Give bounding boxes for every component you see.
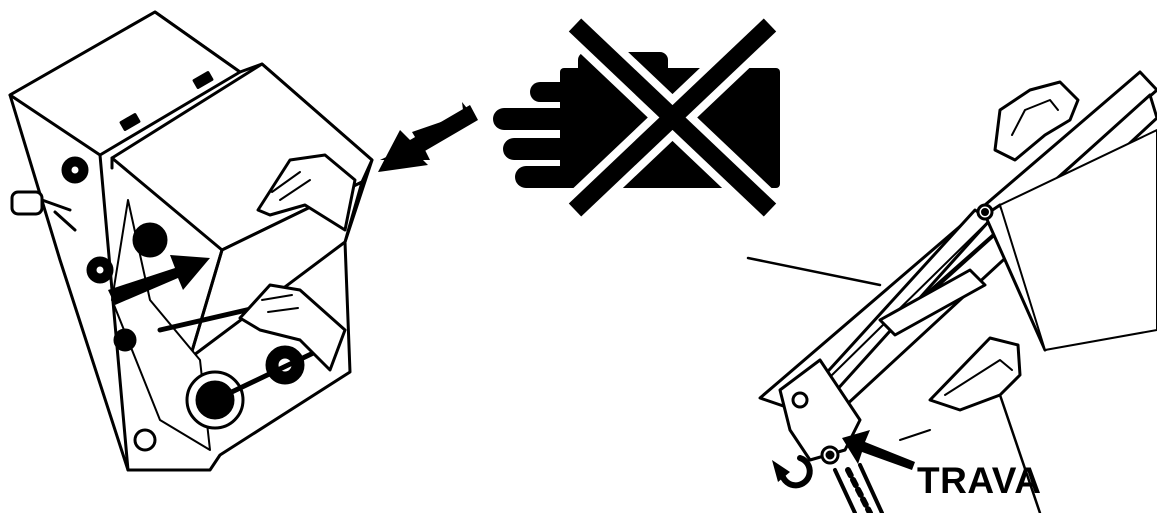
gear-upper <box>132 222 168 258</box>
push-arrow-icon <box>108 255 210 305</box>
hand-upper <box>256 153 357 232</box>
lock-mechanism <box>778 358 862 462</box>
gearbox-housing <box>8 10 374 472</box>
no-hand-icon <box>493 8 787 227</box>
lock-label: TRAVA <box>917 460 1042 501</box>
hand-lower <box>238 283 347 372</box>
lock-pointer-arrow <box>842 430 915 470</box>
push-arrows <box>108 102 470 305</box>
top-handle <box>993 80 1080 162</box>
arrow-to-lid <box>378 105 478 172</box>
side-knobs <box>10 156 157 452</box>
lower-handle <box>928 336 1022 412</box>
rotate-arrow-icon <box>772 455 813 489</box>
housing-top-face <box>8 10 242 157</box>
folding-frame <box>746 70 1157 513</box>
